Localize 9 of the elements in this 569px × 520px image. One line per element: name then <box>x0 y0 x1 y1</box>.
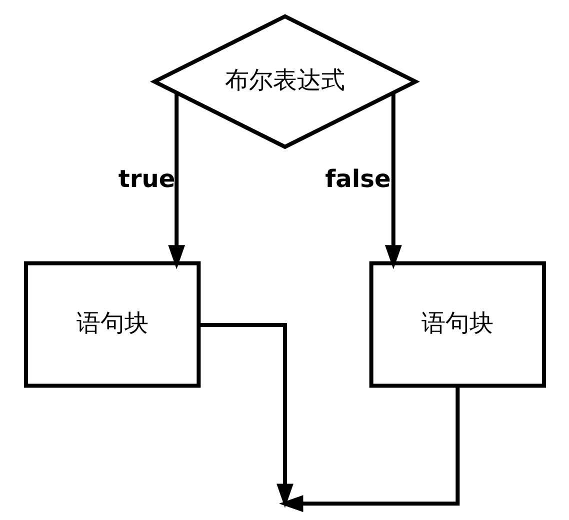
arrow <box>198 322 293 508</box>
edge-label: true <box>118 165 175 194</box>
arrow <box>384 92 402 270</box>
edge-label: false <box>324 165 390 194</box>
arrow <box>168 92 185 270</box>
arrow <box>278 386 460 512</box>
node-box: 语句块 <box>368 261 546 388</box>
node-box: 语句块 <box>24 261 200 388</box>
node-diamond: 布尔表达式 <box>150 14 420 150</box>
